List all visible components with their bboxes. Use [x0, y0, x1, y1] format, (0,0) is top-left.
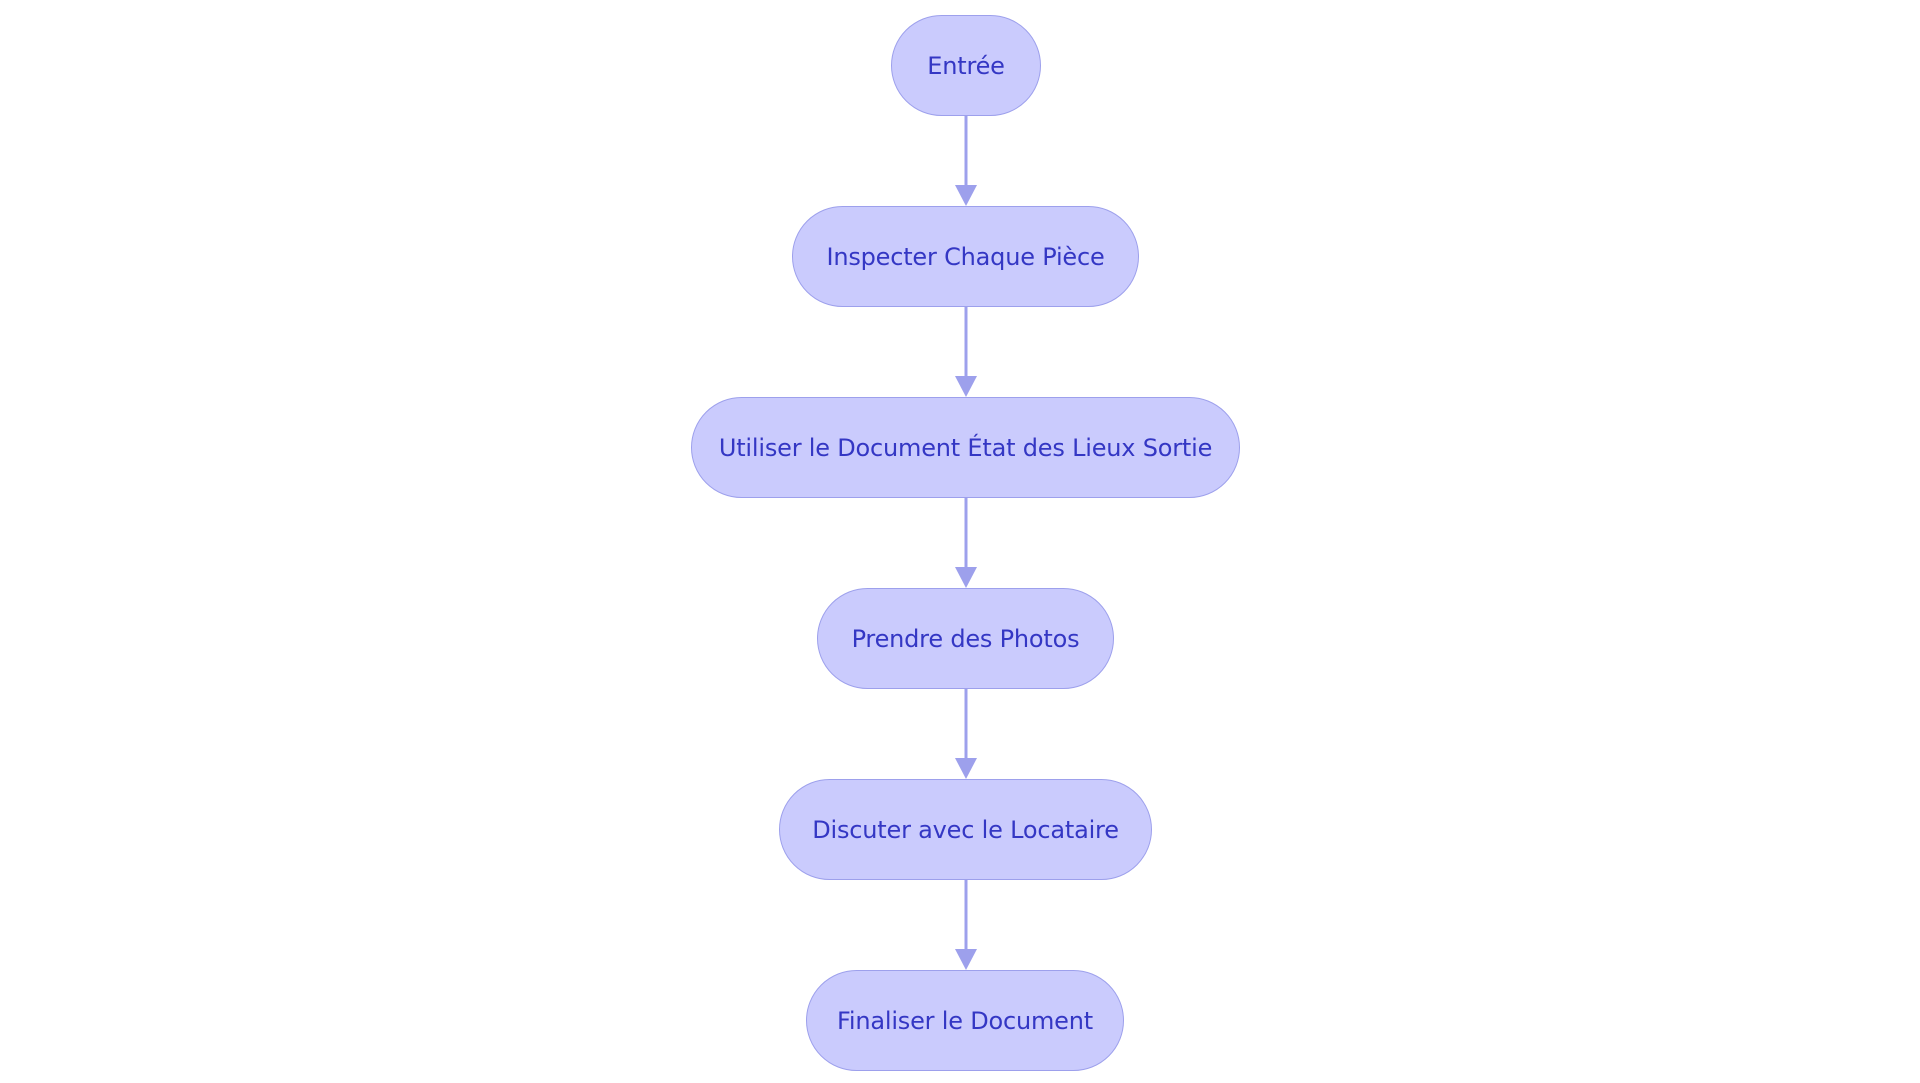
node-label: Prendre des Photos [851, 624, 1080, 653]
node-prendre-des-photos: Prendre des Photos [817, 588, 1114, 689]
edge-utiliser-photos [955, 498, 977, 588]
node-label: Finaliser le Document [837, 1006, 1093, 1035]
edge-discuter-finaliser [955, 880, 977, 970]
edge-entree-inspecter [955, 116, 977, 206]
node-entree: Entrée [891, 15, 1041, 116]
node-label: Inspecter Chaque Pièce [826, 242, 1105, 271]
node-inspecter-chaque-piece: Inspecter Chaque Pièce [792, 206, 1139, 307]
node-label: Discuter avec le Locataire [812, 815, 1119, 844]
node-label: Entrée [927, 51, 1005, 80]
node-label: Utiliser le Document État des Lieux Sort… [718, 433, 1213, 462]
edge-inspecter-utiliser [955, 307, 977, 397]
node-finaliser-le-document: Finaliser le Document [806, 970, 1124, 1071]
node-utiliser-document: Utiliser le Document État des Lieux Sort… [691, 397, 1240, 498]
edge-photos-discuter [955, 689, 977, 779]
node-discuter-avec-locataire: Discuter avec le Locataire [779, 779, 1152, 880]
